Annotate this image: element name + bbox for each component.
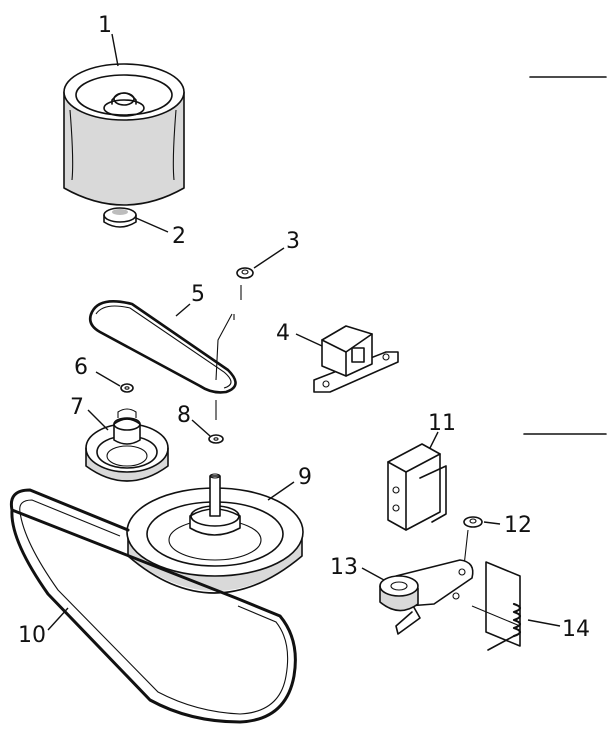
label-part-5: 5 <box>191 282 205 307</box>
leader-4 <box>295 333 323 347</box>
part-6-washer <box>120 383 134 393</box>
label-part-6: 6 <box>74 355 88 380</box>
leader-10 <box>47 607 69 631</box>
leader-6 <box>95 371 121 387</box>
leader-9 <box>267 481 295 501</box>
label-part-3: 3 <box>286 229 300 254</box>
part-5-small-belt <box>88 300 237 394</box>
label-part-11: 11 <box>428 411 456 436</box>
label-part-7: 7 <box>70 395 84 420</box>
label-part-12: 12 <box>504 513 532 538</box>
part-4-relay-block <box>313 325 399 393</box>
leader-14 <box>527 619 561 627</box>
part-12-nut <box>463 516 483 567</box>
leader-3 <box>253 247 285 269</box>
leader-13 <box>361 567 385 581</box>
part-7-motor-pulley <box>85 408 169 482</box>
leader-8 <box>191 419 211 437</box>
leader-5 <box>175 303 191 317</box>
leader-12 <box>483 521 501 525</box>
part-3-nut <box>236 267 254 300</box>
label-part-10: 10 <box>18 623 46 648</box>
label-part-2: 2 <box>172 224 186 249</box>
label-part-9: 9 <box>298 465 312 490</box>
part-8-washer <box>208 400 224 444</box>
leader-7 <box>87 409 109 431</box>
label-part-1: 1 <box>98 13 112 38</box>
leader-1 <box>111 33 119 67</box>
label-part-14: 14 <box>562 617 590 642</box>
part-14-spring-bracket <box>471 561 522 651</box>
part-2-small-pulley <box>103 207 137 228</box>
label-part-13: 13 <box>330 555 358 580</box>
part-9-large-pulley <box>126 473 304 594</box>
leader-2 <box>135 217 169 233</box>
label-part-4: 4 <box>276 321 290 346</box>
label-part-8: 8 <box>177 403 191 428</box>
part-1-drum <box>63 63 185 206</box>
part-10-drive-belt <box>9 488 297 724</box>
leader-11 <box>429 431 439 449</box>
part-13-idler-arm <box>379 559 474 635</box>
part-11-micro-switch <box>387 443 447 531</box>
